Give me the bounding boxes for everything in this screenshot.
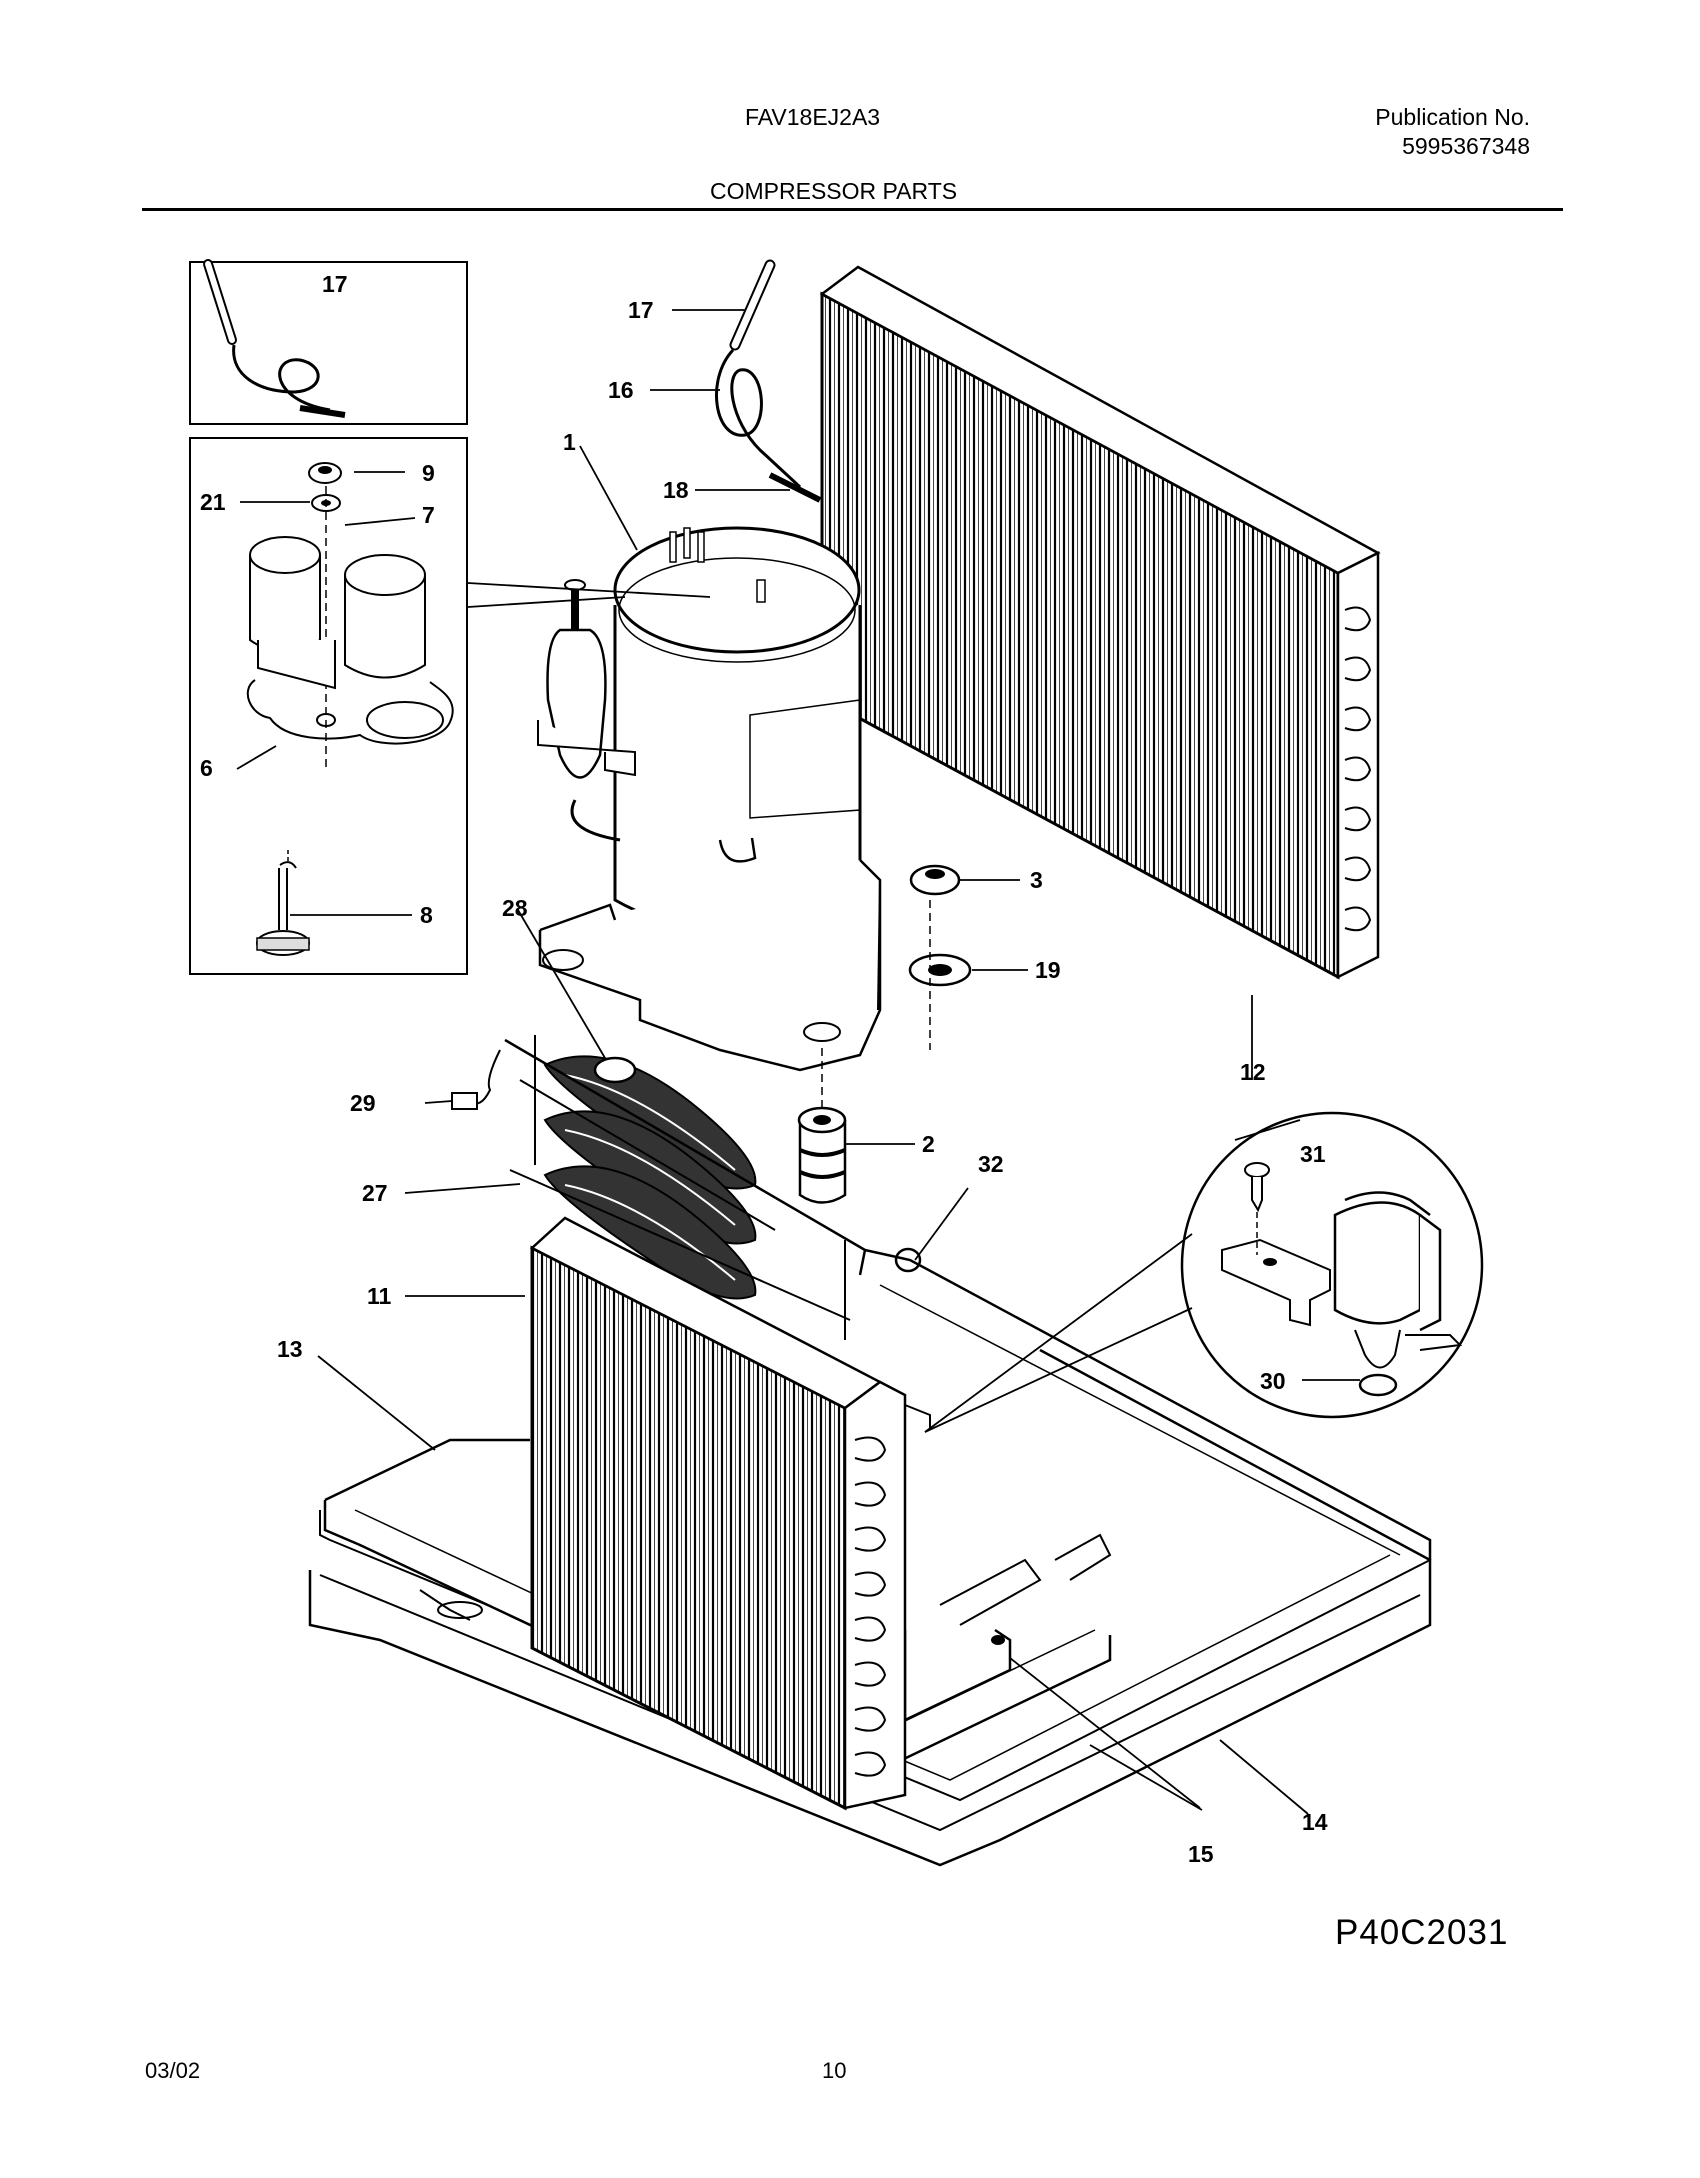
callout-17: 17 [628,297,654,323]
figure-id: P40C2031 [1335,1913,1509,1952]
inset-box-capillary [189,259,468,425]
leader-lines [236,309,1360,1815]
callout-31: 31 [1300,1141,1326,1167]
header-rule [142,208,1563,211]
callout-15: 15 [1188,1841,1214,1867]
callout-12: 12 [1240,1059,1266,1085]
callout-17-inset: 17 [322,271,348,297]
callout-19: 19 [1035,957,1061,983]
callout-32: 32 [978,1151,1004,1177]
callout-13: 13 [277,1336,303,1362]
magnified-inset-switch [1180,1111,1484,1419]
callout-16: 16 [608,377,634,403]
page-number: 10 [822,2058,847,2083]
footer-date: 03/02 [145,2058,201,2083]
callout-2: 2 [922,1131,935,1157]
compressor [537,526,882,1072]
model-number: FAV18EJ2A3 [745,104,881,130]
callout-29: 29 [350,1090,376,1116]
publication-label: Publication No. [1375,104,1530,130]
callout-1: 1 [563,429,576,455]
callout-7: 7 [422,502,435,528]
callout-21: 21 [200,489,226,515]
callout-28: 28 [502,895,528,921]
section-title: COMPRESSOR PARTS [710,178,958,204]
callout-9: 9 [422,460,435,486]
callout-30: 30 [1260,1368,1286,1394]
inset-box-capacitor [189,437,468,975]
evaporator-coil [529,1216,931,1811]
condenser-coil [714,259,1381,980]
callout-18: 18 [663,477,689,503]
mounting-hardware [797,864,972,1204]
callout-11: 11 [367,1283,392,1309]
callout-6: 6 [200,755,213,781]
callout-27: 27 [362,1180,388,1206]
callout-14: 14 [1302,1809,1328,1835]
callout-3: 3 [1030,867,1043,893]
publication-number: 5995367348 [1402,133,1530,159]
callout-8: 8 [420,902,433,928]
